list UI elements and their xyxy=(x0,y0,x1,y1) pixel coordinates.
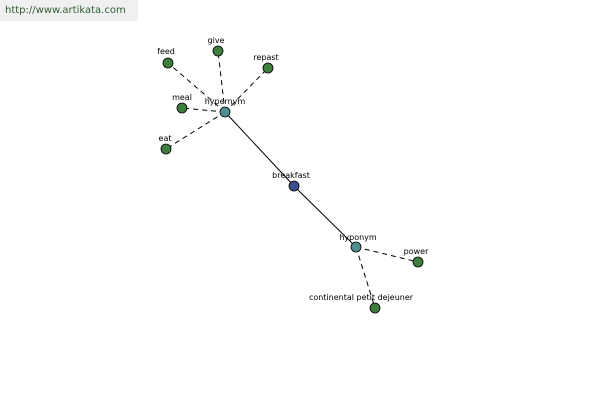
edge-hypernym-to-give xyxy=(217,50,226,113)
node-feed[interactable] xyxy=(162,57,174,69)
nodes-layer xyxy=(160,45,424,314)
node-hyponym[interactable] xyxy=(350,241,362,253)
node-label-repast[interactable]: repast xyxy=(253,53,278,62)
edge-hypernym-to-meal xyxy=(181,107,226,113)
node-eat[interactable] xyxy=(160,143,172,155)
edge-hypernym-to-eat xyxy=(165,111,226,150)
node-label-give[interactable]: give xyxy=(208,36,225,45)
node-hypernym[interactable] xyxy=(219,106,231,118)
labels-layer: breakfast hypernym hyponym feed give repast me… xyxy=(157,36,429,302)
node-repast[interactable] xyxy=(262,62,274,74)
edge-hyponym-to-continental-petit-dejeuner xyxy=(355,246,376,309)
node-give[interactable] xyxy=(212,45,224,57)
node-meal[interactable] xyxy=(176,102,188,114)
node-label-hypernym[interactable]: hypernym xyxy=(205,97,246,106)
node-label-hyponym[interactable]: hyponym xyxy=(339,233,377,242)
edges-layer xyxy=(165,50,419,309)
edge-hyponym-to-power xyxy=(355,246,419,263)
source-url-banner[interactable]: http://www.artikata.com xyxy=(0,0,138,21)
edge-hypernym-to-feed xyxy=(167,62,226,113)
node-label-continental-petit-dejeuner[interactable]: continental petit dejeuner xyxy=(309,293,414,302)
node-label-meal[interactable]: meal xyxy=(172,93,192,102)
node-power[interactable] xyxy=(412,256,424,268)
edge-hypernym-to-repast xyxy=(224,67,269,113)
node-label-breakfast[interactable]: breakfast xyxy=(272,171,310,180)
source-url-text[interactable]: http://www.artikata.com xyxy=(5,5,126,16)
node-breakfast[interactable] xyxy=(288,180,300,192)
edge-breakfast-to-hyponym xyxy=(293,185,357,248)
node-label-power[interactable]: power xyxy=(404,247,429,256)
node-continental-petit-dejeuner[interactable] xyxy=(369,302,381,314)
edge-breakfast-to-hypernym xyxy=(224,111,295,187)
node-label-eat[interactable]: eat xyxy=(159,134,172,143)
node-label-feed[interactable]: feed xyxy=(157,47,175,56)
